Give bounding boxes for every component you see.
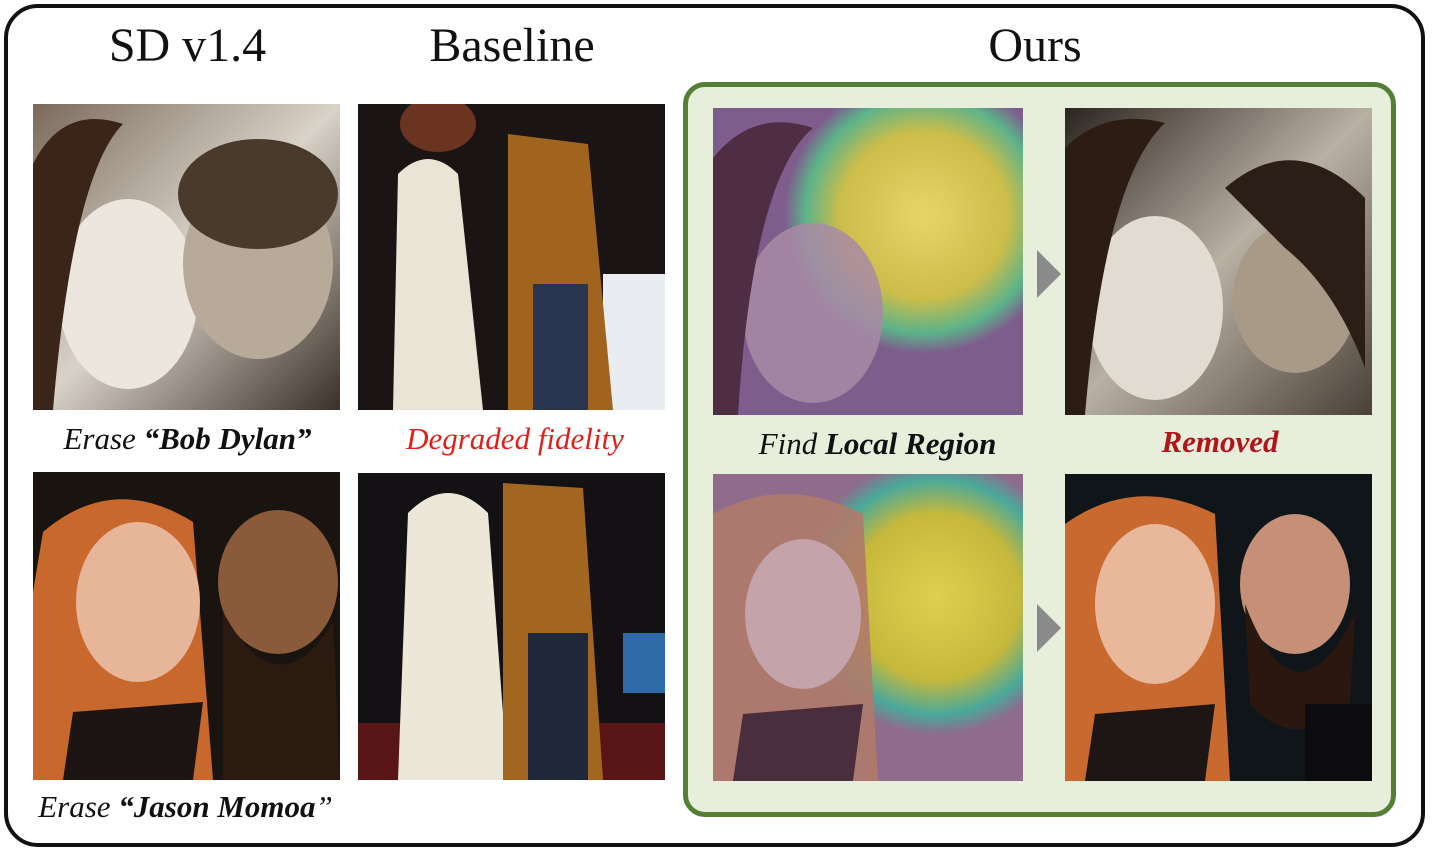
baseline-image-2: [358, 473, 665, 780]
ours-result-image-1: [1065, 108, 1372, 415]
arrow-right-icon-1: [1037, 250, 1061, 298]
baseline-image-1: [358, 104, 665, 410]
sd-image-bob-dylan: [33, 104, 340, 410]
erase-label: Erase: [63, 421, 144, 456]
find-local-region-caption: Find Local Region: [735, 425, 1020, 463]
ours-result-image-2: [1065, 474, 1372, 781]
sd-image-jason-momoa: [33, 472, 340, 780]
find-label: Find: [758, 426, 825, 461]
erase-suffix: ”: [315, 789, 333, 824]
column-title-baseline: Baseline: [429, 19, 595, 72]
erase-target: “Jason Momoa: [118, 789, 316, 824]
column-title-ours: Ours: [988, 19, 1082, 72]
erase-caption-bob-dylan: Erase “Bob Dylan”: [20, 420, 355, 458]
erase-label: Erase: [38, 789, 119, 824]
erase-caption-jason-momoa: Erase “Jason Momoa”: [18, 788, 353, 826]
ours-heatmap-image-2: [713, 474, 1023, 781]
arrow-right-icon-2: [1037, 604, 1061, 652]
baseline-caption: Degraded fidelity: [406, 421, 624, 456]
ours-heatmap-image-1: [713, 108, 1023, 415]
removed-caption: Removed: [1161, 424, 1279, 459]
column-title-sd: SD v1.4: [108, 19, 267, 72]
local-region-label: Local Region: [824, 426, 997, 461]
erase-target: “Bob Dylan”: [143, 421, 312, 456]
